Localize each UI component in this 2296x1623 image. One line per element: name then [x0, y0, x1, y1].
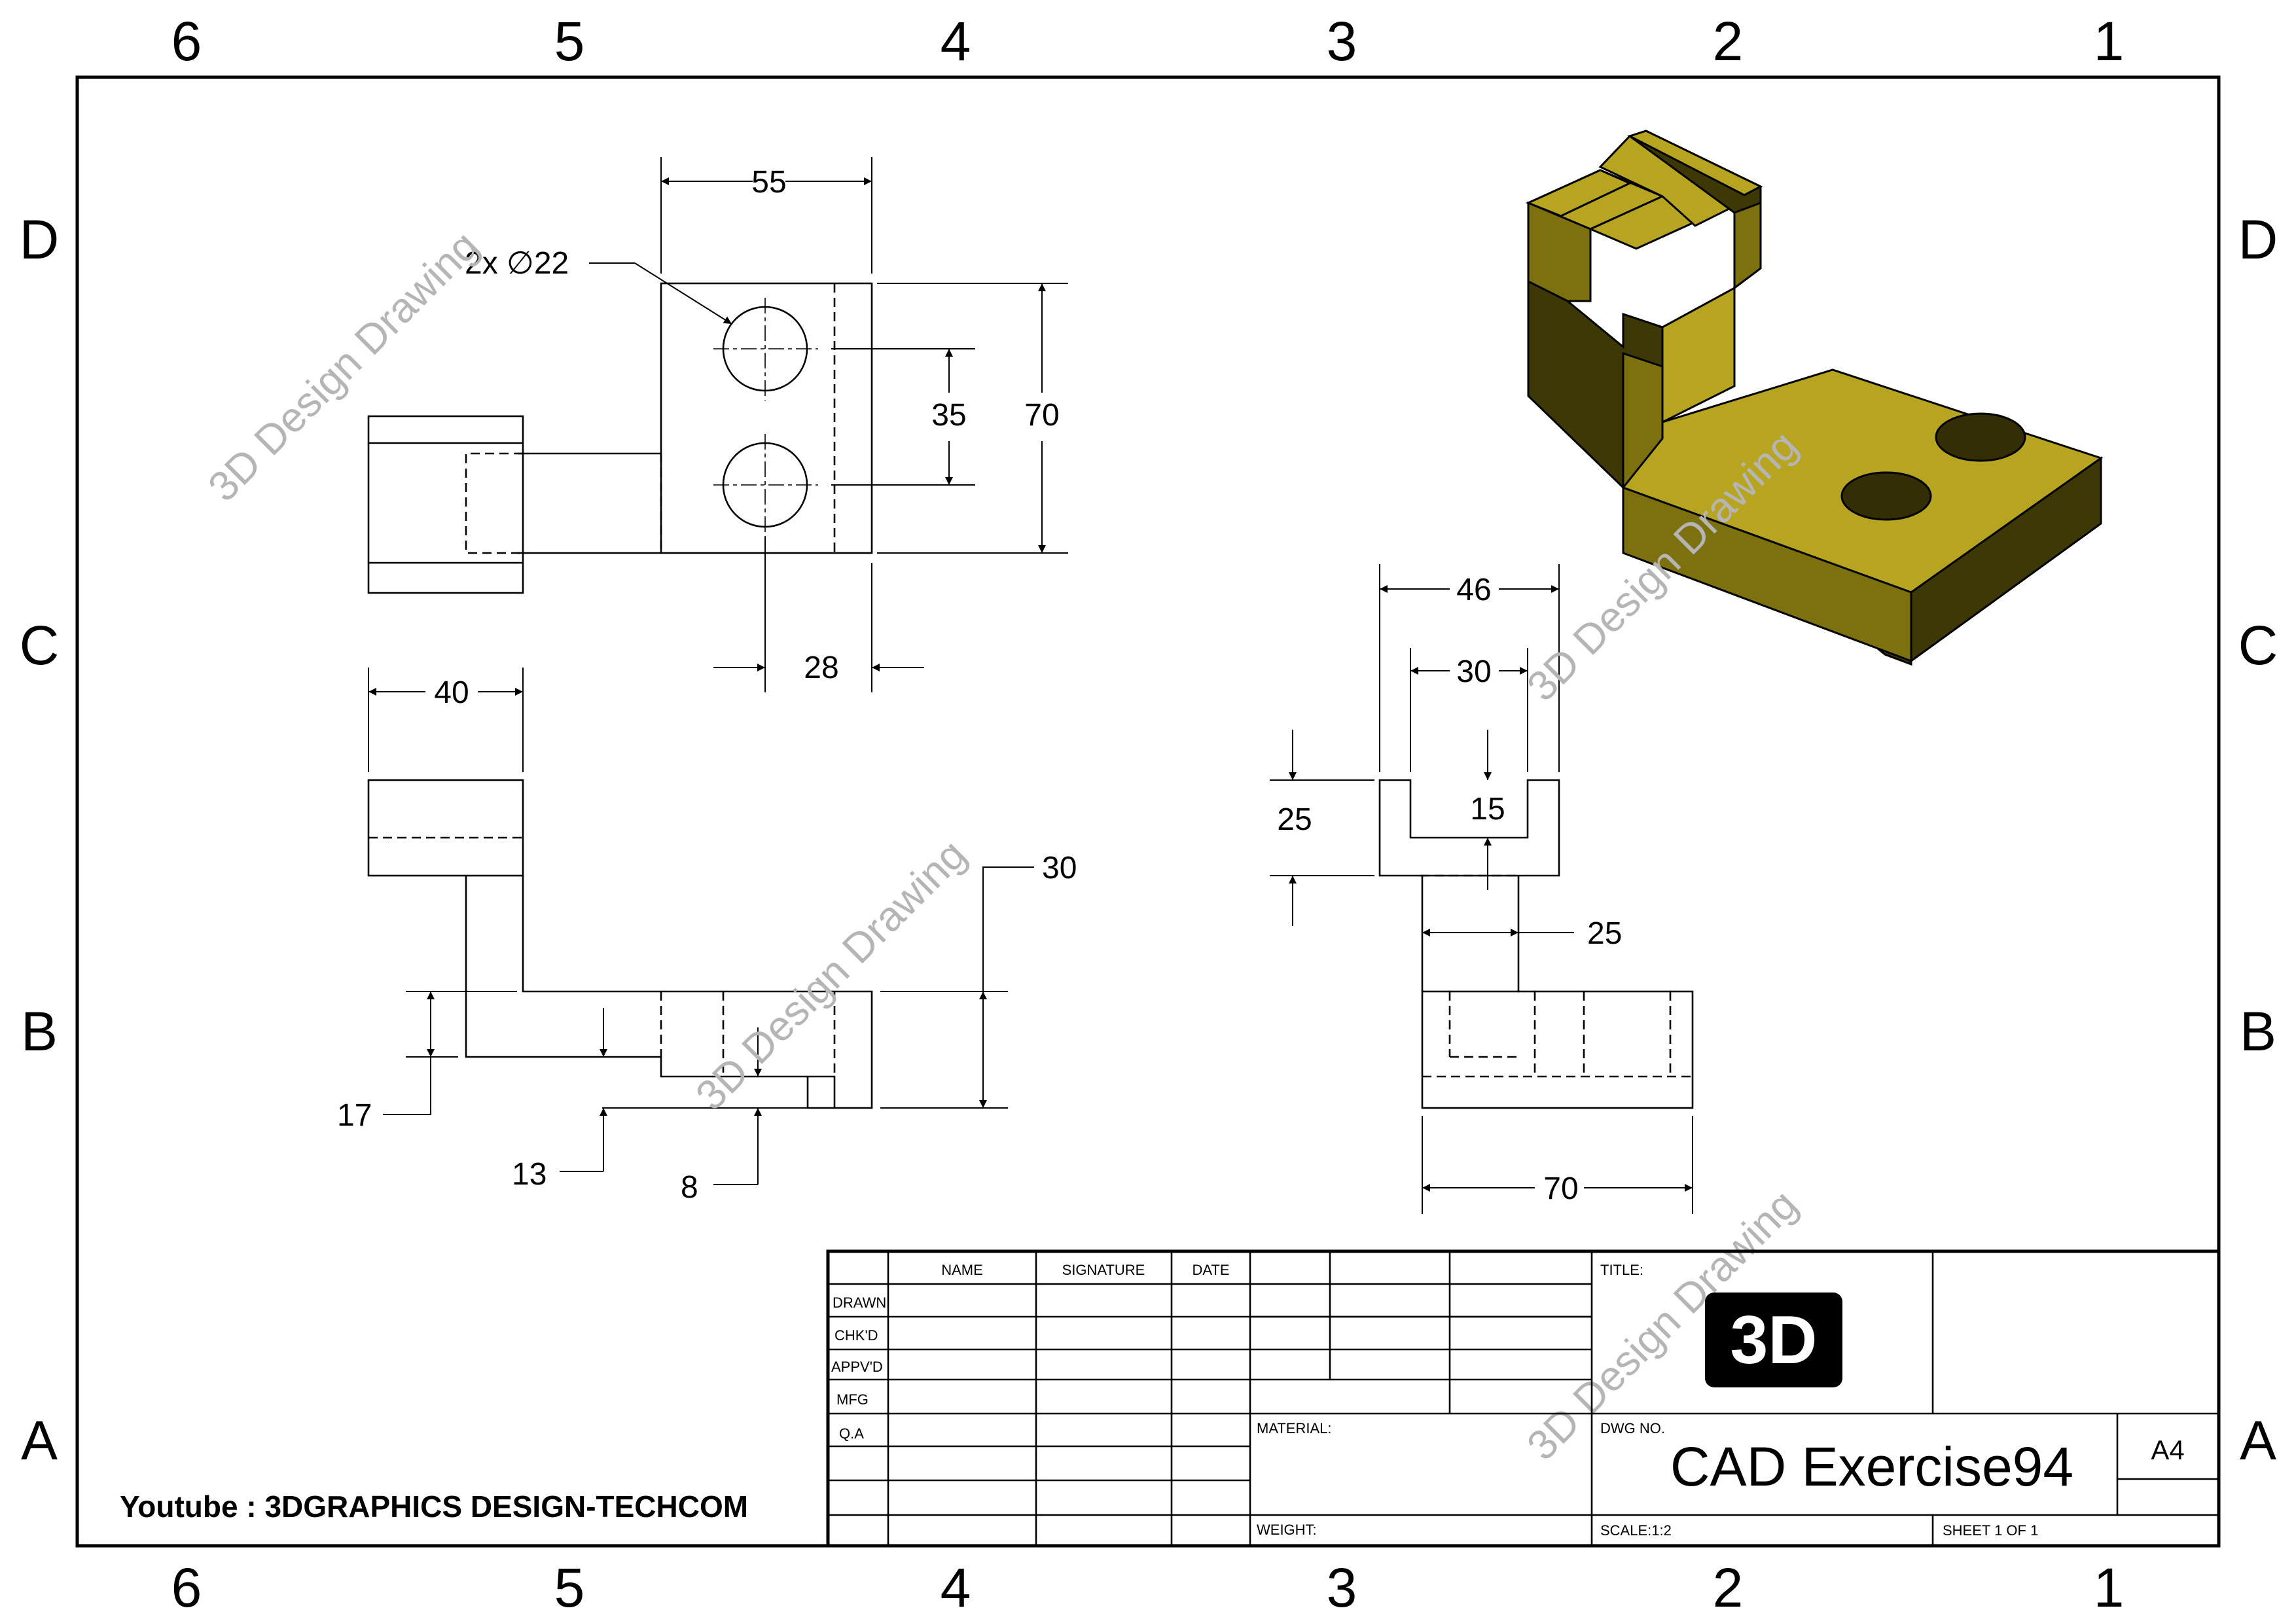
dim-hole-spacing: 35: [931, 398, 966, 433]
zone-b-left: B: [21, 1001, 58, 1062]
dim-front-step2: 13: [512, 1157, 547, 1192]
row-approved: APPV'D: [831, 1359, 883, 1375]
zone-4-top: 4: [941, 10, 971, 72]
zone-3-bottom: 3: [1327, 1557, 1357, 1618]
material-label: MATERIAL:: [1257, 1420, 1332, 1436]
dim-side-base: 70: [1543, 1171, 1578, 1206]
zone-c-right: C: [2238, 615, 2278, 676]
zone-a-left: A: [21, 1410, 58, 1471]
youtube-credit: Youtube : 3DGRAPHICS DESIGN-TECHCOM: [120, 1489, 748, 1524]
dim-side-width: 46: [1456, 573, 1491, 607]
zone-6-bottom: 6: [171, 1557, 202, 1618]
zone-2-bottom: 2: [1713, 1557, 1744, 1618]
zone-2-top: 2: [1713, 10, 1744, 72]
weight-label: WEIGHT:: [1257, 1522, 1317, 1538]
dwg-no-label: DWG NO.: [1600, 1420, 1665, 1436]
zone-1-top: 1: [2094, 10, 2125, 72]
row-zones-right: D C B A: [2238, 209, 2278, 1471]
zone-4-bottom: 4: [941, 1557, 971, 1618]
dim-hole-callout: 2x ∅22: [465, 246, 569, 281]
zone-a-right: A: [2240, 1410, 2276, 1471]
dwg-no: CAD Exercise94: [1670, 1436, 2073, 1497]
column-zones-bottom: 6 5 4 3 2 1: [171, 1557, 2125, 1618]
logo-badge: [1705, 1293, 1842, 1387]
header-date: DATE: [1192, 1262, 1229, 1278]
title-label: TITLE:: [1600, 1262, 1643, 1278]
zone-5-top: 5: [554, 10, 585, 72]
header-signature: SIGNATURE: [1062, 1262, 1145, 1278]
dim-front-height: 30: [1042, 851, 1077, 885]
zone-1-bottom: 1: [2094, 1557, 2125, 1618]
dim-top-height: 70: [1024, 398, 1059, 433]
zone-6-top: 6: [171, 10, 202, 72]
zone-d-right: D: [2238, 209, 2278, 270]
title-block: NAME SIGNATURE DATE DRAWN CHK'D APPV'D M…: [826, 1249, 2221, 1548]
dim-front-width: 40: [434, 675, 469, 710]
dim-side-slot-depth: 15: [1470, 792, 1505, 827]
dim-side-rib: 25: [1587, 916, 1622, 951]
side-view: 46 30 25 15 25 70: [1270, 564, 1694, 1214]
zone-5-bottom: 5: [554, 1557, 585, 1618]
logo-text: 3D: [1731, 1302, 1818, 1378]
row-mfg: MFG: [836, 1391, 869, 1408]
front-view: 40 30 17 13 8: [337, 668, 1077, 1205]
dim-front-step1: 17: [337, 1098, 372, 1133]
zone-d-left: D: [20, 209, 60, 270]
sheet-count: SHEET 1 OF 1: [1943, 1522, 2038, 1539]
zone-c-left: C: [20, 615, 60, 676]
isometric-model: [1526, 130, 2104, 666]
header-name: NAME: [941, 1262, 983, 1278]
zone-b-right: B: [2240, 1001, 2276, 1062]
scale: SCALE:1:2: [1600, 1522, 1672, 1539]
size: A4: [2151, 1435, 2184, 1465]
zone-3-top: 3: [1327, 10, 1357, 72]
column-zones-top: 6 5 4 3 2 1: [171, 10, 2125, 72]
row-checked: CHK'D: [834, 1327, 878, 1344]
dim-front-step3: 8: [681, 1170, 698, 1205]
dim-side-top: 25: [1277, 802, 1312, 837]
row-zones-left: D C B A: [20, 209, 60, 1471]
dim-side-slot: 30: [1456, 654, 1491, 689]
watermark-1: 3D Design Drawing: [199, 222, 488, 510]
top-view: 55 2x ∅22 35 70 28: [367, 157, 1068, 692]
row-drawn: DRAWN: [833, 1294, 886, 1311]
dim-top-width: 55: [751, 165, 786, 200]
row-qa: Q.A: [839, 1425, 864, 1442]
dim-hole-offset: 28: [804, 651, 838, 685]
